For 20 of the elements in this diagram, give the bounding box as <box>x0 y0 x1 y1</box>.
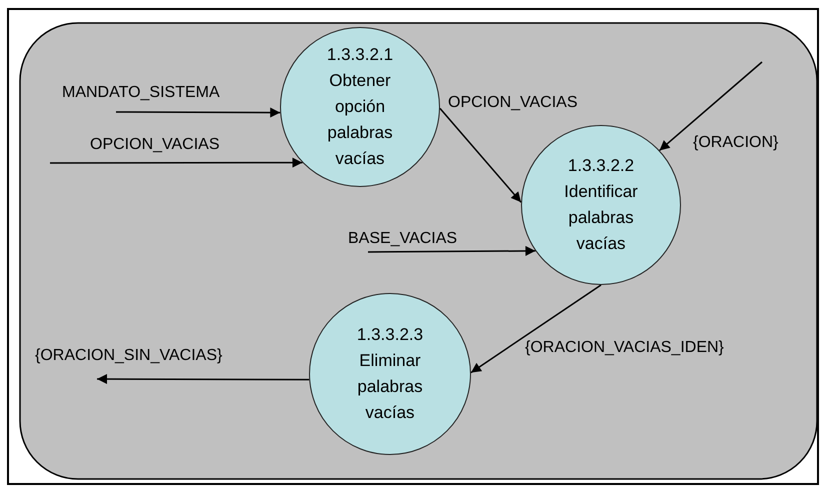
process-number: 1.3.3.2.2 <box>568 155 634 177</box>
data-flow-arrow <box>368 246 536 256</box>
process-name: Eliminar palabras vacías <box>356 350 424 424</box>
edge-label: MANDATO_SISTEMA <box>62 84 220 102</box>
process-name: Identificar palabras vacías <box>563 181 639 255</box>
data-flow-arrow <box>470 284 602 374</box>
data-flow-arrow <box>439 108 522 203</box>
process-number: 1.3.3.2.3 <box>356 324 424 346</box>
edge-label: BASE_VACIAS <box>348 230 458 248</box>
edge-label: OPCION_VACIAS <box>90 136 220 154</box>
edge-label: {ORACION_SIN_VACIAS} <box>35 347 222 365</box>
edge-label: OPCION_VACIAS <box>448 94 578 112</box>
process-name: Obtener opción palabras vacías <box>326 70 394 170</box>
process-number: 1.3.3.2.1 <box>326 44 394 66</box>
data-flow-arrow <box>116 108 280 118</box>
data-flow-arrow <box>659 61 762 151</box>
data-flow-arrow <box>50 158 302 168</box>
data-flow-arrow <box>97 374 310 384</box>
edge-label: {ORACION_VACIAS_IDEN} <box>525 339 724 357</box>
edge-label: {ORACION} <box>693 134 778 152</box>
